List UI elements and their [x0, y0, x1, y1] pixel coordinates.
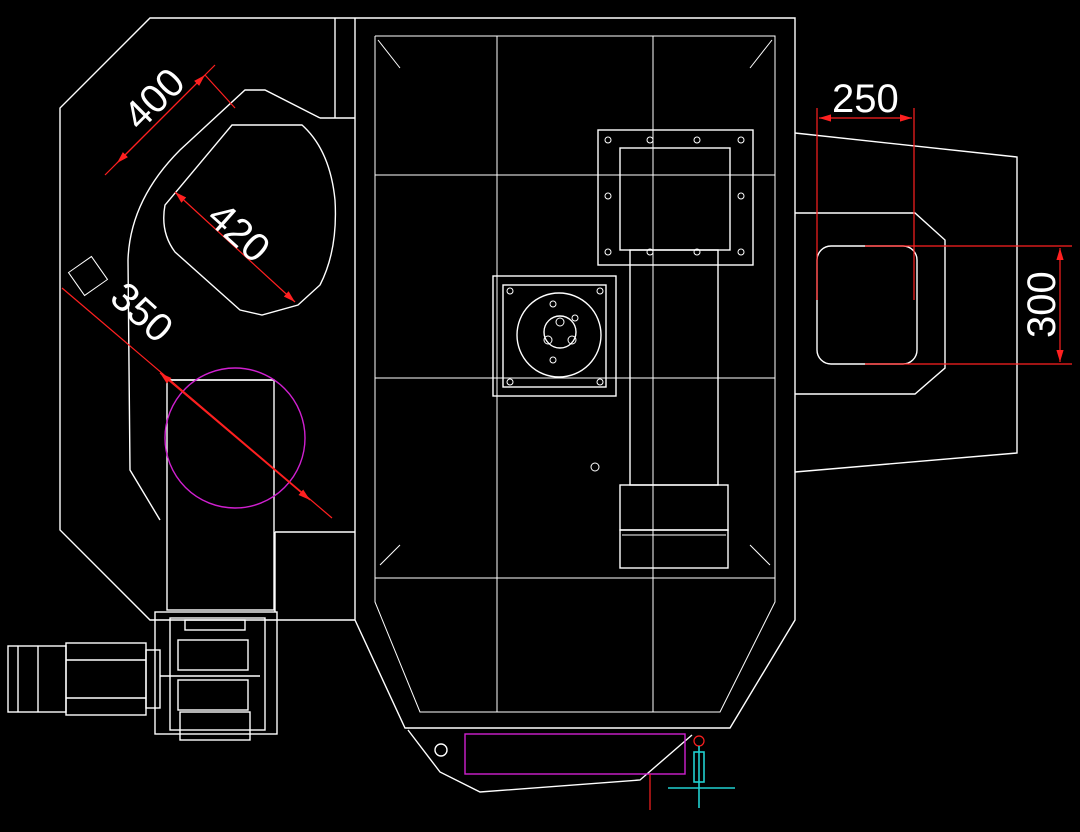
dim-400-lines: [104, 64, 236, 176]
dim-350-lines: [61, 287, 333, 519]
dim-250: 250: [832, 77, 899, 121]
dim-350: 350: [102, 274, 181, 351]
top-opening-420: [163, 124, 337, 316]
inspection-hole: [590, 462, 600, 472]
gear-motor: [7, 611, 278, 741]
dim-300: 300: [1020, 271, 1064, 338]
dim-420: 420: [199, 194, 278, 271]
dim-420-lines: [174, 191, 296, 303]
square-symbol-icon: [67, 255, 109, 297]
inlet-flange: [597, 129, 754, 266]
dim-300-lines: [865, 245, 1072, 365]
dim-250-lines: [816, 108, 915, 300]
bottom-trough: [407, 729, 705, 810]
main-frame: [354, 17, 796, 729]
outlet-chute: [164, 367, 306, 611]
left-hopper: [59, 17, 355, 621]
right-chute: [794, 132, 1018, 473]
handwheel-icon[interactable]: [668, 746, 735, 808]
vertical-duct: [619, 249, 729, 569]
dim-400: 400: [115, 60, 193, 138]
rotary-valve: [492, 275, 617, 397]
outlet-circle: [164, 367, 306, 509]
